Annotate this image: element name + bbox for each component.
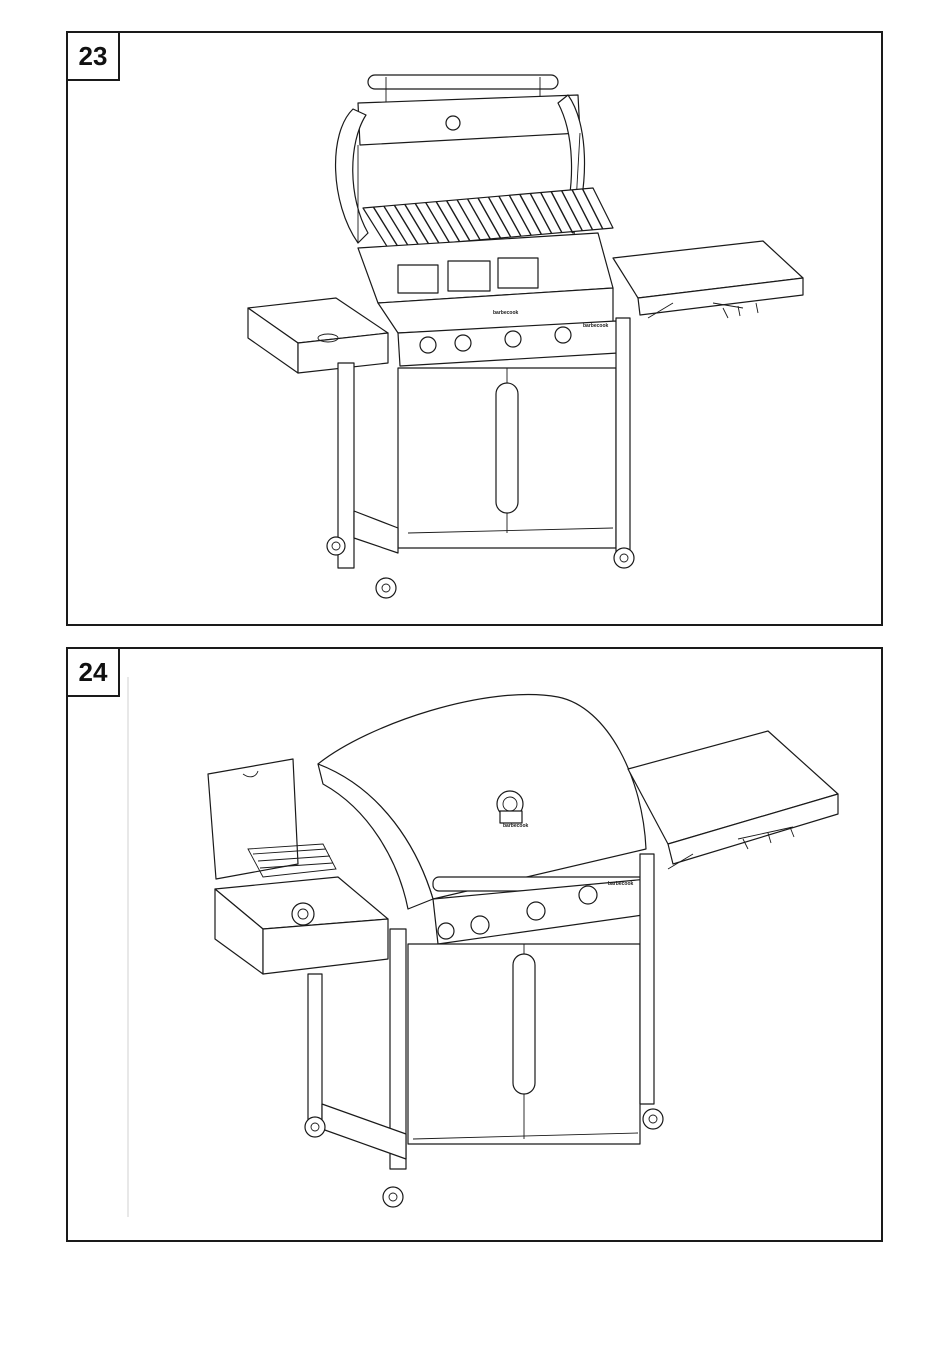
brand-mark: barbecook bbox=[608, 881, 634, 887]
brand-mark: barbecook bbox=[503, 823, 529, 829]
brand-mark: barbecook bbox=[583, 323, 609, 329]
brand-mark: barbecook bbox=[493, 310, 519, 316]
step-24-panel: 24 barbecook bbox=[66, 647, 883, 1242]
closed-hood: barbecook bbox=[318, 695, 648, 909]
grill-lid-closed-illustration: barbecook barbecook bbox=[68, 649, 881, 1240]
left-side-shelf bbox=[248, 298, 388, 373]
right-side-shelf bbox=[628, 731, 838, 869]
step-23-panel: 23 bbox=[66, 31, 883, 626]
right-side-shelf bbox=[613, 241, 803, 318]
firebox bbox=[358, 233, 613, 333]
grill-lid-open-illustration: barbecook barbecook bbox=[68, 33, 881, 624]
